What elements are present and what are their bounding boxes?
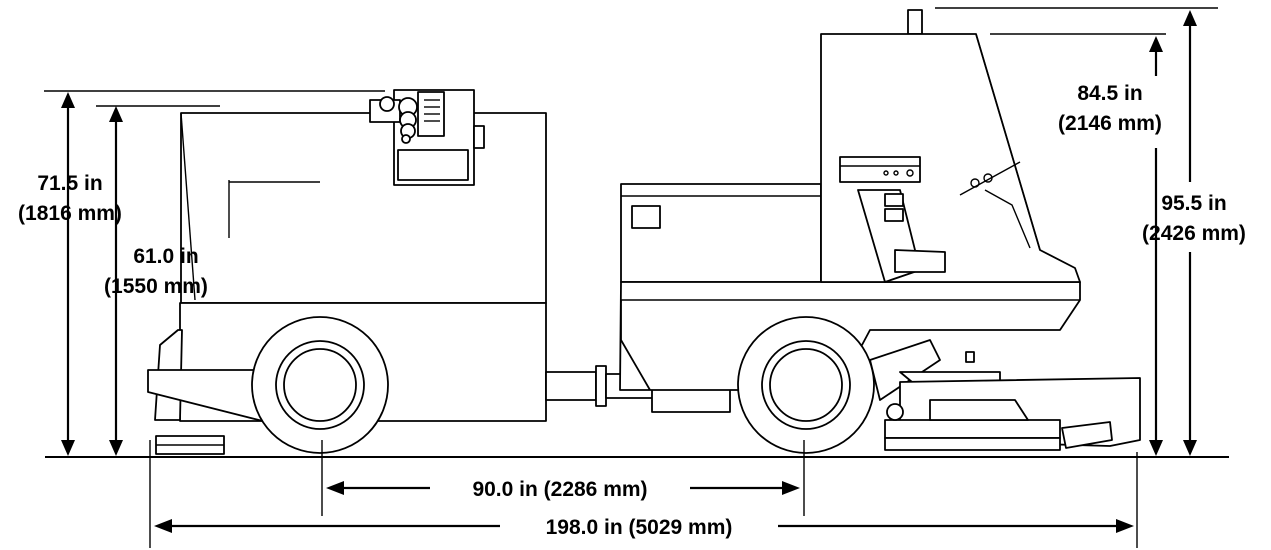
steering-wheel	[959, 161, 1021, 196]
engine-height-metric: (1550 mm)	[104, 275, 208, 298]
dimension-lines	[44, 7, 1218, 548]
engine-height-imperial: 61.0 in	[133, 245, 198, 268]
operator-cab	[820, 9, 1081, 283]
overall-height-right-imperial: 95.5 in	[1161, 192, 1226, 215]
hopper-upper-body	[180, 112, 547, 304]
overall-height-left-metric: (1816 mm)	[18, 202, 122, 225]
overall-height-left-imperial: 71.5 in	[37, 172, 102, 195]
beacon-light	[907, 9, 923, 35]
front-broom-head	[869, 339, 1141, 451]
cab-height-metric: (2146 mm)	[1058, 112, 1162, 135]
dimension-labels: 71.5 in (1816 mm) 61.0 in (1550 mm) 84.5…	[18, 82, 1246, 539]
front-wheel	[737, 316, 875, 454]
rear-wheel	[251, 316, 389, 454]
overall-height-right-metric: (2426 mm)	[1142, 222, 1246, 245]
control-panel	[839, 156, 921, 183]
cab-height-imperial: 84.5 in	[1077, 82, 1142, 105]
sweeper-vehicle	[147, 9, 1141, 455]
side-panel-window	[631, 205, 661, 229]
operator-seat	[894, 249, 946, 273]
wheelbase-label: 90.0 in (2286 mm)	[472, 478, 647, 501]
engine-unit	[369, 89, 485, 186]
overall-length-label: 198.0 in (5029 mm)	[546, 516, 733, 539]
